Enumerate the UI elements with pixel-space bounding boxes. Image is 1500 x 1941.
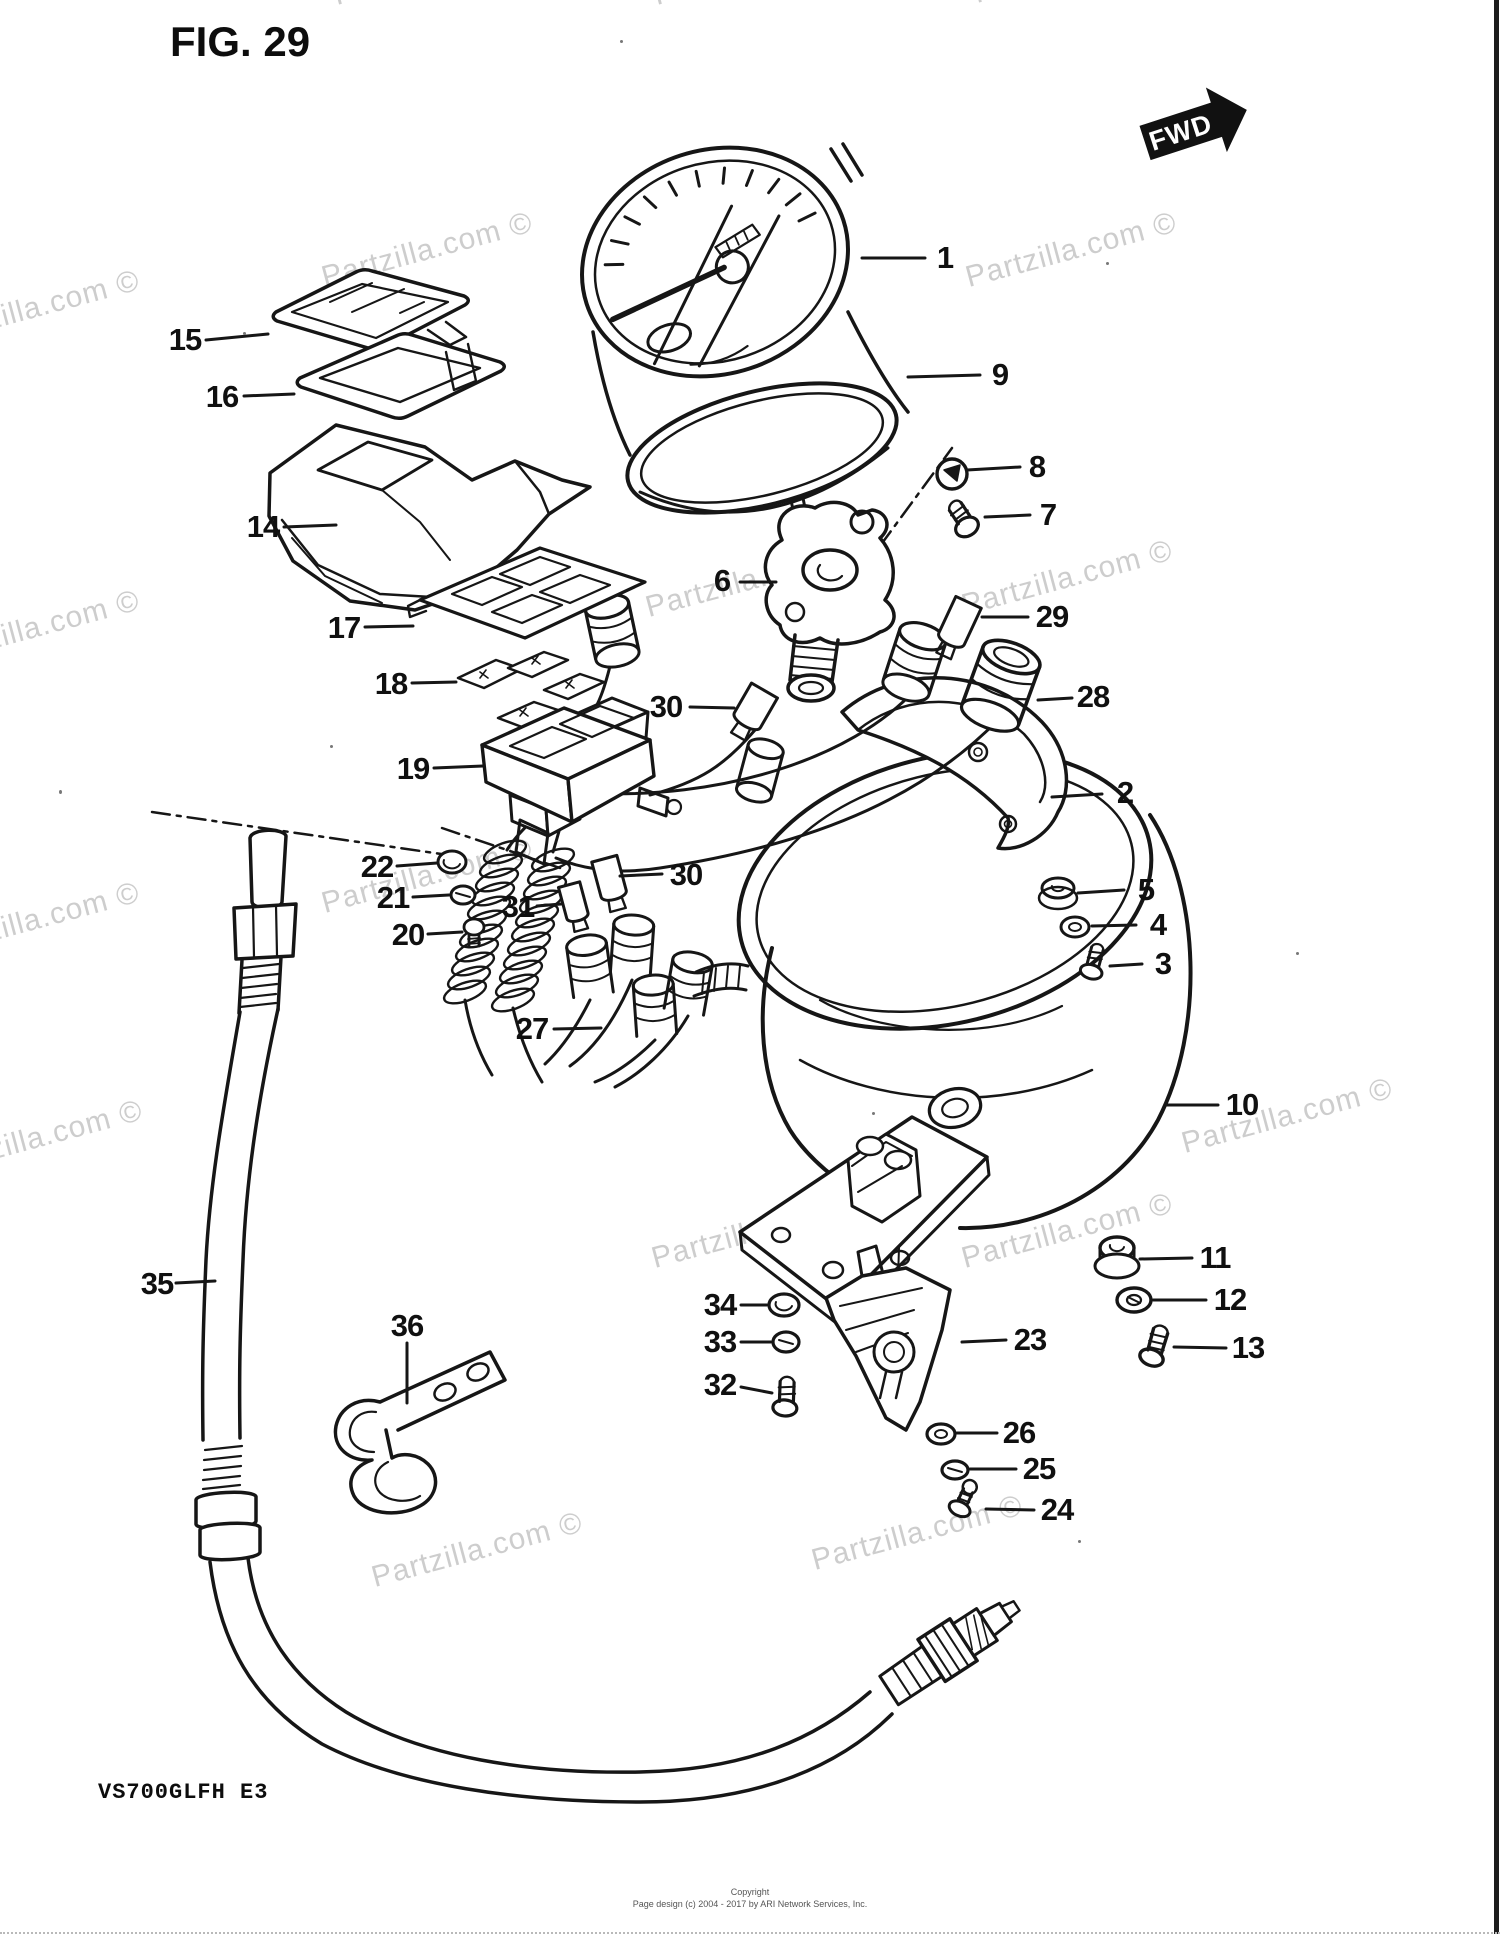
- part-label-32: 32: [703, 1367, 737, 1402]
- part-label-31: 31: [501, 889, 535, 924]
- cable-clamp: [333, 1350, 507, 1515]
- part-label-22: 22: [360, 849, 394, 884]
- part-label-10: 10: [1225, 1087, 1259, 1122]
- scan-speck: [1106, 262, 1109, 265]
- part-label-6: 6: [713, 563, 731, 598]
- part-label-36: 36: [390, 1308, 424, 1343]
- part-label-11: 11: [1199, 1240, 1232, 1275]
- part-label-33: 33: [703, 1324, 737, 1359]
- part-label-16: 16: [205, 379, 239, 414]
- part-label-5: 5: [1137, 872, 1155, 907]
- bottom-dotted-rule: [0, 1932, 1500, 1934]
- indicator-housing: [480, 704, 683, 866]
- scan-edge: [1494, 0, 1499, 1934]
- part-label-35: 35: [140, 1266, 174, 1301]
- part-label-30: 30: [649, 689, 683, 724]
- visor-housing: [267, 423, 592, 612]
- part-label-14: 14: [246, 509, 280, 544]
- part-label-15: 15: [168, 322, 202, 357]
- scan-speck: [330, 745, 333, 748]
- figure-title: FIG. 29: [170, 18, 311, 65]
- footer-copyright: Copyright: [730, 1887, 770, 1897]
- lens-gasket: [295, 331, 506, 421]
- part-label-28: 28: [1076, 679, 1110, 714]
- scan-speck: [1078, 1540, 1081, 1543]
- part-label-8: 8: [1028, 449, 1046, 484]
- part-label-21: 21: [376, 880, 410, 915]
- leader-lines: [174, 256, 1228, 1512]
- part-label-2: 2: [1116, 775, 1134, 810]
- indicator-grid-plate: [406, 546, 647, 640]
- part-label-3: 3: [1154, 946, 1172, 981]
- scan-speck: [620, 40, 623, 43]
- part-label-18: 18: [374, 666, 408, 701]
- part-label-1: 1: [936, 240, 954, 275]
- angle-bracket: [763, 500, 983, 703]
- part-label-27: 27: [515, 1011, 549, 1046]
- part-label-25: 25: [1022, 1451, 1056, 1486]
- part-label-23: 23: [1013, 1322, 1047, 1357]
- speedometer-cable: [194, 828, 894, 1804]
- lens: [271, 267, 470, 352]
- part-label-17: 17: [327, 610, 361, 645]
- symbol-plates: [456, 650, 606, 729]
- part-label-24: 24: [1040, 1492, 1074, 1527]
- part-label-13: 13: [1231, 1330, 1265, 1365]
- lower-bracket: [824, 1244, 952, 1432]
- part-label-29: 29: [1035, 599, 1069, 634]
- part-label-7: 7: [1039, 497, 1057, 532]
- part-label-20: 20: [391, 917, 425, 952]
- speedometer: [580, 142, 910, 555]
- part-label-19: 19: [396, 751, 430, 786]
- scan-speck: [59, 790, 62, 794]
- scan-speck: [872, 1112, 875, 1115]
- part-label-34: 34: [703, 1287, 737, 1322]
- part-label-12: 12: [1213, 1282, 1247, 1317]
- part-label-9: 9: [991, 357, 1009, 392]
- part-label-26: 26: [1002, 1415, 1036, 1450]
- part-label-4: 4: [1149, 907, 1167, 942]
- part-label-30: 30: [669, 857, 703, 892]
- model-code: VS700GLFH E3: [98, 1780, 269, 1805]
- mounting-plate: [738, 1115, 991, 1328]
- page-footer: Copyright Page design (c) 2004 - 2017 by…: [0, 1886, 1500, 1910]
- scan-speck: [243, 332, 246, 335]
- cable-end-connector: [878, 1600, 1021, 1707]
- fasteners: [436, 457, 1170, 1519]
- scan-speck: [1296, 952, 1299, 955]
- footer-page-design: Page design (c) 2004 - 2017 by ARI Netwo…: [632, 1899, 868, 1909]
